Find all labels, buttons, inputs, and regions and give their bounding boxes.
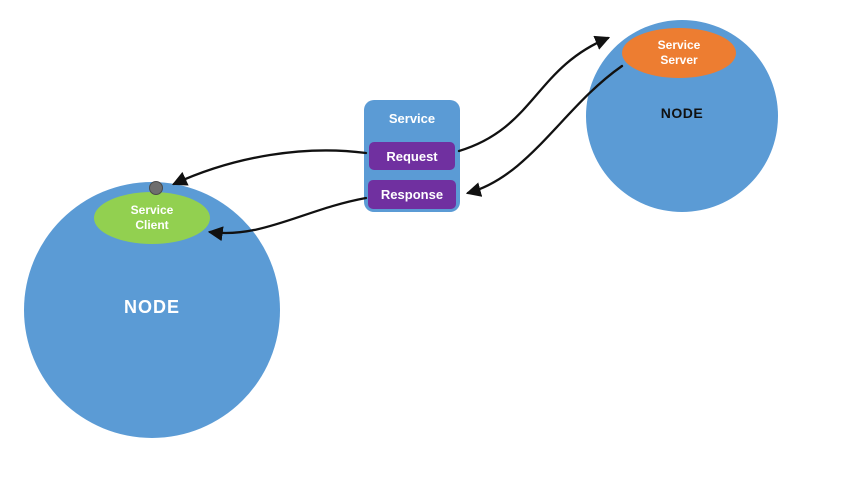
request-pill: Request xyxy=(369,142,455,170)
response-label: Response xyxy=(380,187,444,202)
service-client-label: Service Client xyxy=(130,203,174,232)
request-label: Request xyxy=(386,148,438,164)
left-node-label: NODE xyxy=(123,296,180,317)
request-to-server-arrow xyxy=(457,35,611,153)
service-client-ellipse: Service Client xyxy=(94,192,210,244)
connection-dot xyxy=(149,181,163,195)
service-box: Service Request Response xyxy=(364,100,460,212)
right-node-label: NODE xyxy=(660,105,704,121)
service-server-label: Service Server xyxy=(657,38,701,67)
request-to-client-arrow xyxy=(171,149,368,186)
service-box-title: Service xyxy=(388,111,436,126)
response-pill: Response xyxy=(368,180,456,209)
service-server-ellipse: Service Server xyxy=(622,28,736,78)
